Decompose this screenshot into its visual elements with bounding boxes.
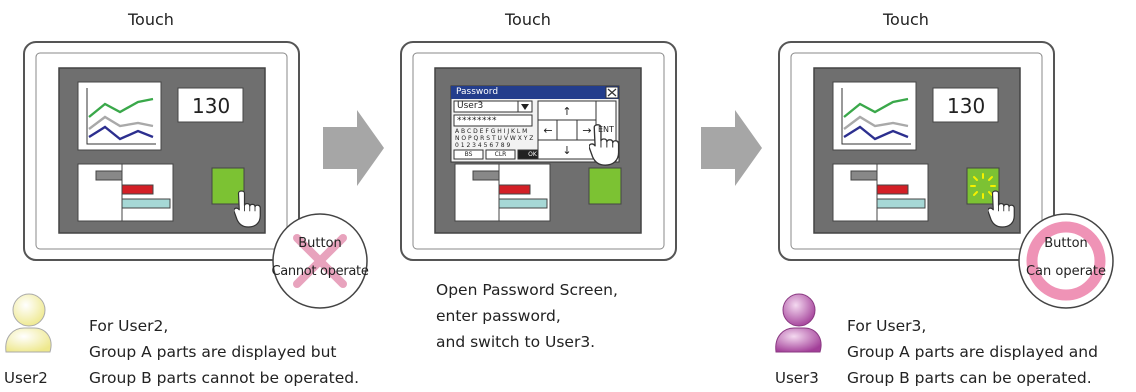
clr-key[interactable] bbox=[485, 149, 516, 160]
panel2-touch-label: Touch bbox=[505, 10, 551, 29]
panel1-desc-line3: Group B parts cannot be operated. bbox=[89, 369, 360, 387]
bs-key[interactable] bbox=[453, 149, 484, 160]
chevron-down-icon bbox=[521, 104, 529, 110]
panel2-device: ↑ ← → ↓ bbox=[400, 41, 677, 261]
panel3-display-value: 130 bbox=[947, 94, 986, 118]
bs-key-label: BS bbox=[464, 151, 473, 158]
panel1-callout bbox=[272, 213, 368, 309]
keyboard-row-2[interactable]: N O P Q R S T U V W X Y Z bbox=[455, 135, 534, 142]
ent-key-label[interactable]: ENT bbox=[598, 125, 614, 134]
panel3-touch-label: Touch bbox=[883, 10, 929, 29]
panel2-desc-line2: enter password, bbox=[436, 307, 561, 325]
panel3-callout bbox=[1018, 213, 1114, 309]
panel3-desc-line2: Group A parts are displayed and bbox=[847, 343, 1098, 361]
panel1-desc-line1: For User2, bbox=[89, 317, 169, 335]
user-field-value: User3 bbox=[457, 101, 484, 111]
panel2-desc-line3: and switch to User3. bbox=[436, 333, 596, 351]
panel1-numeric-display bbox=[177, 87, 244, 123]
circle-ok-icon bbox=[1026, 221, 1106, 301]
panel3-trend-chart bbox=[832, 81, 917, 151]
panel3-callout-line1: Button bbox=[1044, 236, 1088, 251]
arrow-right-icon bbox=[701, 110, 762, 186]
keyboard-row-3[interactable]: 0 1 2 3 4 5 6 7 8 9 bbox=[455, 142, 511, 149]
panel3-bar-graph bbox=[832, 163, 929, 222]
press-sparkle-icon bbox=[970, 173, 996, 199]
clr-key-label: CLR bbox=[494, 151, 507, 158]
panel1-callout-line2: Cannot operate bbox=[271, 264, 369, 279]
panel3-device bbox=[778, 41, 1055, 261]
keyboard-row-1[interactable]: A B C D E F G H I J K L M bbox=[455, 128, 528, 135]
user3-label: User3 bbox=[775, 369, 819, 387]
panel1-desc-line2: Group A parts are displayed but bbox=[89, 343, 337, 361]
panel1-bar-graph bbox=[77, 163, 174, 222]
panel1-trend-chart bbox=[77, 81, 162, 151]
panel3-callout-line2: Can operate bbox=[1025, 264, 1107, 279]
panel1-touch-label: Touch bbox=[128, 10, 174, 29]
user2-avatar-icon bbox=[5, 293, 52, 353]
svg-text:↓: ↓ bbox=[562, 144, 571, 157]
svg-text:↑: ↑ bbox=[562, 105, 571, 118]
svg-text:←: ← bbox=[543, 124, 552, 137]
arrow-right-icon bbox=[323, 110, 384, 186]
panel1-callout-line1: Button bbox=[298, 236, 342, 251]
dialog-title: Password bbox=[456, 87, 499, 97]
user3-avatar-icon bbox=[775, 293, 822, 353]
panel3-numeric-display bbox=[932, 87, 999, 123]
panel3-desc-line3: Group B parts can be operated. bbox=[847, 369, 1092, 387]
panel3-desc-line1: For User3, bbox=[847, 317, 927, 335]
password-mask: ******** bbox=[457, 116, 497, 126]
panel1-device bbox=[23, 41, 300, 261]
ok-key-label: OK bbox=[528, 151, 537, 158]
password-field[interactable] bbox=[453, 114, 533, 127]
panel2-desc-line1: Open Password Screen, bbox=[436, 281, 618, 299]
svg-text:→: → bbox=[582, 124, 591, 137]
user2-label: User2 bbox=[4, 369, 48, 387]
panel1-display-value: 130 bbox=[192, 94, 231, 118]
